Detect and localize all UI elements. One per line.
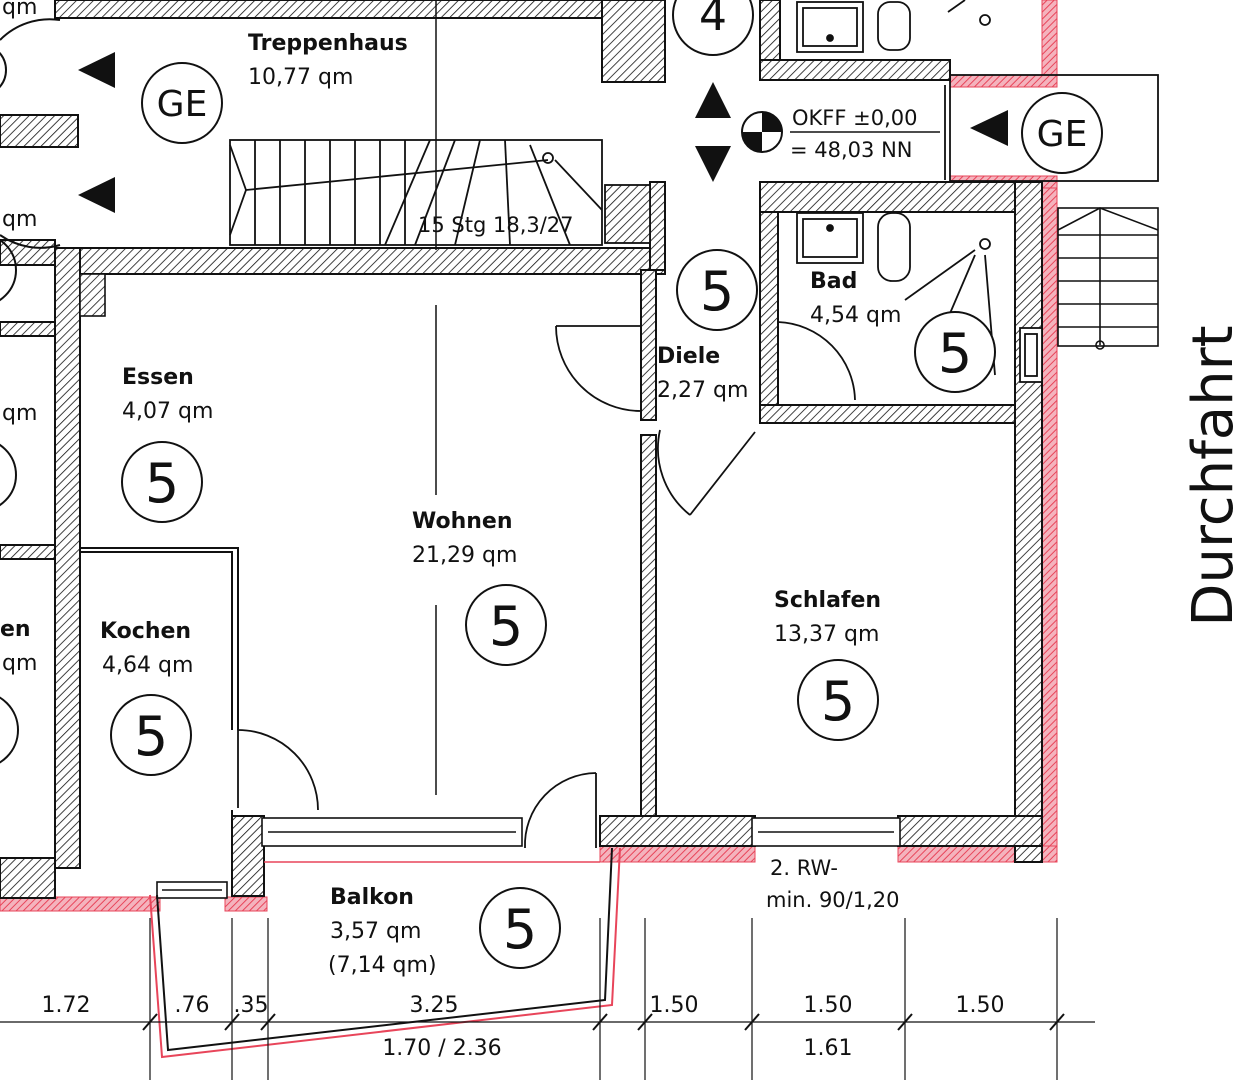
doors [237,321,856,849]
bad-area: 4,54 qm [810,303,901,328]
kochen-area: 4,64 qm [102,653,193,678]
neighbor-top-area: qm [2,0,37,20]
diele-marker: 5 [700,260,734,323]
kochen-marker: 5 [134,705,168,768]
level-marker-icon [741,111,940,153]
diele-name: Diele [657,344,720,369]
schlafen-area: 13,37 qm [774,622,879,647]
schlafen-name: Schlafen [774,588,881,613]
neighbor-mid1-area: qm [2,207,37,232]
balcony-outline [149,847,621,1059]
dim-5: 1.50 [650,993,699,1018]
entry-arrows [78,52,1008,213]
outside-steps [1057,207,1159,350]
treppenhaus-area: 10,77 qm [248,65,353,90]
diele-area: 2,27 qm [657,378,748,403]
ge-right-marker: GE [1037,114,1088,155]
top-marker: 4 [699,0,727,41]
schlafen-marker: 5 [821,670,855,733]
ge-left-marker: GE [157,84,208,125]
dim-4: 3.25 [410,993,459,1018]
wohnen-marker: 5 [489,595,523,658]
dimension-lines [0,918,1095,1080]
wohnen-name: Wohnen [412,509,513,534]
level-okff: OKFF ±0,00 [792,106,918,130]
neighbor-mid2-area: qm [2,401,37,426]
essen-area: 4,07 qm [122,399,213,424]
dim-sub-2: 1.61 [804,1036,853,1061]
windows [79,273,901,899]
essen-name: Essen [122,365,194,390]
window-note-line1: 2. RW- [770,856,838,880]
dim-1: 1.72 [42,993,91,1018]
walls [0,0,1043,899]
bad-marker: 5 [938,322,972,385]
level-nn: = 48,03 NN [790,138,912,162]
dim-3: .35 [234,993,269,1018]
staircase [229,139,651,246]
neighbor-markers [0,18,61,764]
dim-2: .76 [175,993,210,1018]
balkon-marker: 5 [503,898,537,961]
bad-name: Bad [810,269,857,294]
essen-marker: 5 [145,452,179,515]
room-marker-circles [110,0,1103,969]
kochen-name: Kochen [100,619,191,644]
kochen-partition [80,547,239,870]
dim-sub-1: 1.70 / 2.36 [382,1036,501,1061]
balkon-name: Balkon [330,885,414,910]
dim-7: 1.50 [956,993,1005,1018]
balkon-area: 3,57 qm [330,919,421,944]
entrance-canopy [944,74,1159,182]
dim-6: 1.50 [804,993,853,1018]
window-note-line2: min. 90/1,20 [766,888,900,912]
wohnen-area: 21,29 qm [412,543,517,568]
treppenhaus-name: Treppenhaus [248,31,408,56]
street-label: Durchfahrt [1181,325,1244,626]
stair-label: 15 Stg 18,3/27 [418,213,574,237]
neighbor-room-name: en [0,617,31,642]
balkon-area-alt: (7,14 qm) [328,953,437,978]
neighbor-room-area: qm [2,651,37,676]
